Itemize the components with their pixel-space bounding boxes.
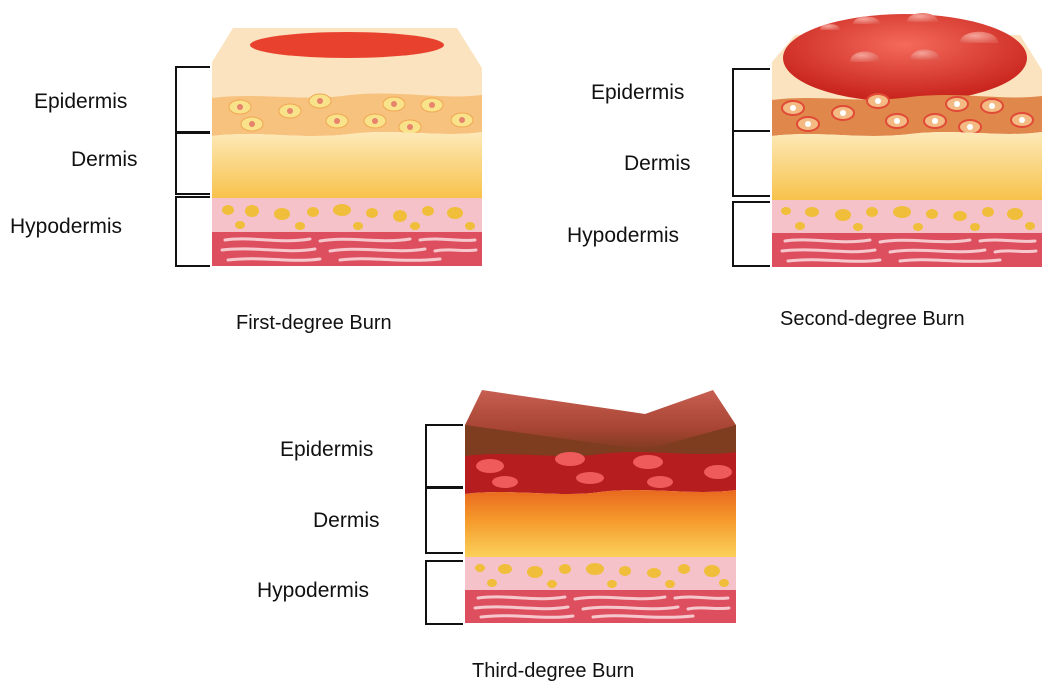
second-degree-skin-block: [772, 13, 1042, 267]
bracket-epidermis: [176, 67, 210, 132]
label-dermis: Dermis: [313, 509, 380, 532]
dermis-layer: [465, 490, 736, 557]
caption-first-degree: First-degree Burn: [236, 312, 392, 334]
label-hypodermis: Hypodermis: [257, 579, 369, 602]
dermis-layer: [212, 132, 482, 198]
third-degree-panel: Epidermis Dermis Hypodermis Third-degree…: [257, 390, 736, 682]
bracket-hypodermis: [176, 197, 210, 266]
blister: [783, 14, 1027, 102]
label-epidermis: Epidermis: [34, 90, 127, 113]
label-epidermis: Epidermis: [280, 438, 373, 461]
label-epidermis: Epidermis: [591, 81, 684, 104]
bracket-dermis: [176, 133, 210, 194]
second-degree-panel: Epidermis Dermis Hypodermis Second-degre…: [567, 13, 1042, 330]
first-degree-panel: Epidermis Dermis Hypodermis First-degree…: [10, 28, 482, 334]
label-dermis: Dermis: [71, 148, 138, 171]
bracket-epidermis: [733, 69, 770, 131]
label-dermis: Dermis: [624, 152, 691, 175]
bracket-epidermis: [426, 425, 463, 487]
first-degree-skin-block: [212, 28, 482, 266]
caption-third-degree: Third-degree Burn: [472, 660, 634, 682]
bracket-hypodermis: [733, 202, 770, 266]
dermis-layer: [772, 132, 1042, 200]
third-degree-skin-block: [465, 390, 736, 623]
label-hypodermis: Hypodermis: [567, 224, 679, 247]
bracket-dermis: [733, 131, 770, 196]
caption-second-degree: Second-degree Burn: [780, 308, 965, 330]
burn-patch: [250, 32, 444, 58]
label-hypodermis: Hypodermis: [10, 215, 122, 238]
bracket-hypodermis: [426, 561, 463, 624]
bracket-dermis: [426, 488, 463, 553]
